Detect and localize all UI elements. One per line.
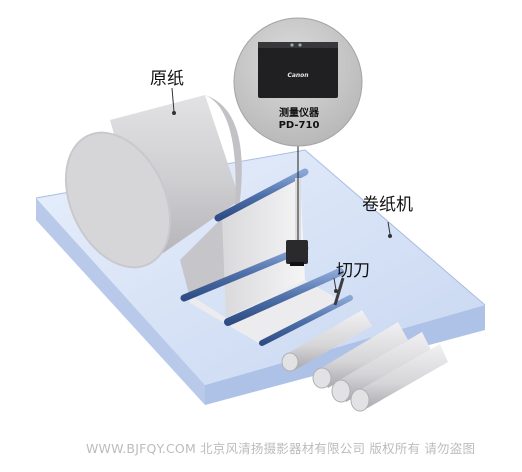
label-pointers [171, 87, 392, 293]
cut-roll [312, 322, 408, 389]
device-name: 测量仪器 [279, 108, 319, 119]
device-callout: Canon [233, 17, 363, 240]
cut-roll [281, 310, 372, 372]
guide-rods [180, 168, 353, 346]
cut-roll [350, 344, 448, 412]
label-raw-paper: 原纸 [150, 69, 184, 89]
cutter [333, 277, 345, 306]
cut-paper-rolls [281, 310, 448, 412]
device-logo: Canon [287, 72, 308, 79]
device-model: PD-710 [278, 120, 320, 131]
cut-roll [331, 332, 432, 403]
device-box [258, 42, 338, 98]
label-cutter: 切刀 [336, 261, 370, 281]
label-paper-machine: 卷纸机 [362, 195, 413, 215]
watermark: WWW.BJFQY.COM 北京风清扬摄影器材有限公司 版权所有 请勿盗图 [86, 441, 476, 456]
paper-sheet [190, 174, 340, 345]
